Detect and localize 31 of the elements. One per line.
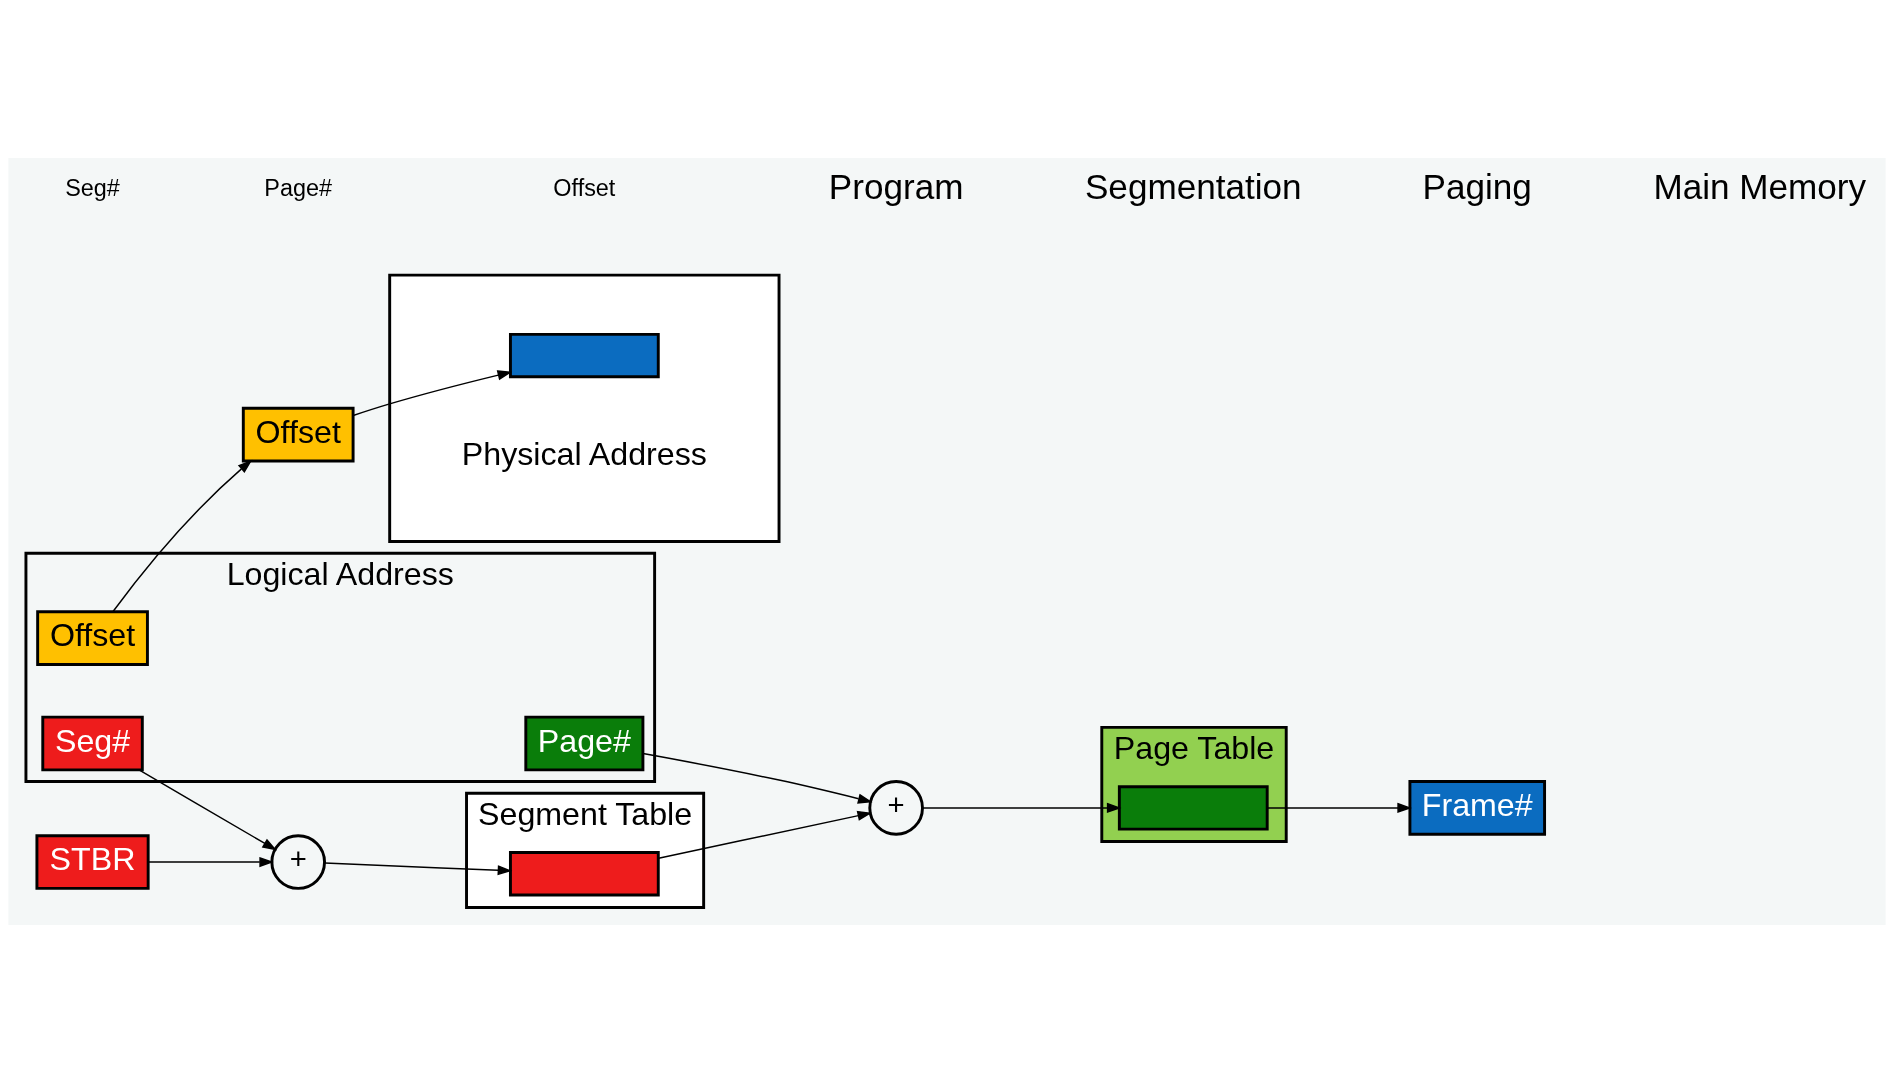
node-box: Page# [524,715,645,772]
arrow [138,769,277,851]
label: Paging [1422,167,1532,207]
arrow [352,370,513,417]
node-box: Seg# [41,715,144,772]
node-label: Physical Address [461,435,707,472]
label: Page# [264,174,333,201]
node-box: Offset [36,610,149,666]
node-box [508,851,660,897]
node-box: Frame# [1408,780,1547,836]
label: Segmentation [1084,167,1302,207]
node-circle: + [270,834,326,890]
label: Main Memory [1653,167,1867,207]
node-box [1117,785,1269,831]
arrow [112,459,253,613]
label: Offset [553,174,616,201]
cluster: Segment Table [465,791,706,909]
label: Seg# [65,174,120,201]
cluster [388,273,781,543]
node-circle: + [868,780,924,836]
cluster: Page Table [1100,725,1288,844]
arrow [921,802,1122,814]
arrow [657,810,873,859]
node-box [508,332,660,379]
arrow [1267,802,1412,814]
arrow [324,862,513,876]
arrow [147,856,274,868]
arrow [642,752,873,804]
node-box: STBR [35,834,150,890]
node-box: Offset [241,406,355,463]
label: Program [828,167,964,207]
